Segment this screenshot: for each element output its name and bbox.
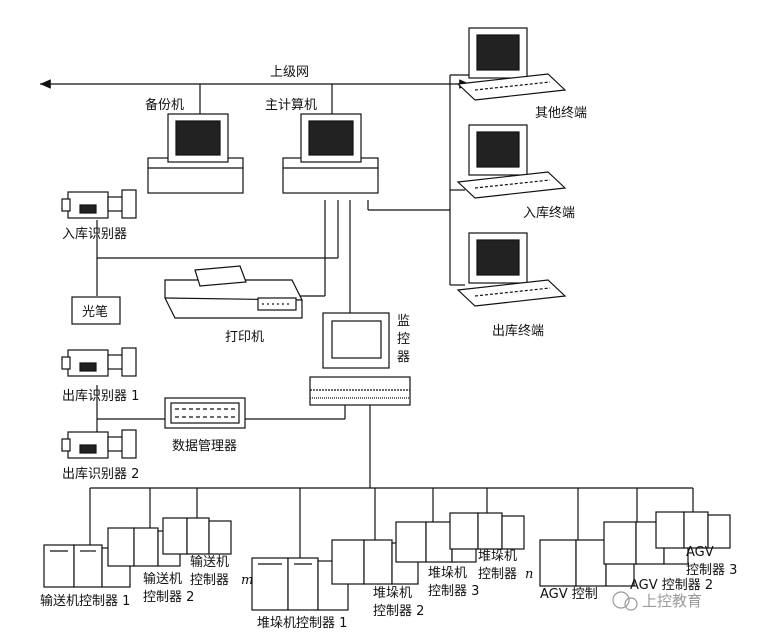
connection-lines <box>89 74 694 558</box>
stacker-controller-1 <box>251 557 349 611</box>
light-pen-box <box>71 296 121 325</box>
stacker-controller-n-index: n <box>525 567 533 582</box>
stacker-controller-1-label: 堆垛机控制器 1 <box>257 616 347 631</box>
stacker-controller-n-line1: 堆垛机 <box>478 549 517 564</box>
monitor-label-1: 监 <box>397 314 410 329</box>
outbound-terminal-label: 出库终端 <box>492 323 544 339</box>
conveyor-controller-m-line2: 控制器 <box>190 573 229 588</box>
data-manager-label: 数据管理器 <box>172 439 237 454</box>
main-computer <box>282 113 379 194</box>
conveyor-controller-2 <box>107 527 181 567</box>
agv-controller-1-label: AGV 控制 <box>540 587 598 602</box>
outbound-identifier-1-label: 出库识别器 1 <box>62 388 139 404</box>
outbound-identifier-2-icon <box>61 429 137 459</box>
monitor-device <box>309 312 411 406</box>
inbound-identifier-label: 入库识别器 <box>62 226 127 242</box>
conveyor-controller-2-line2: 控制器 2 <box>143 590 194 605</box>
conveyor-controller-m-line1: 输送机 <box>190 554 229 570</box>
stacker-controller-3-line1: 堆垛机 <box>428 566 467 581</box>
backup-computer <box>147 113 244 194</box>
inbound-identifier-icon <box>61 189 137 219</box>
light-pen-label: 光笔 <box>82 304 108 320</box>
watermark-logo <box>612 591 638 611</box>
inbound-terminal-label: 入库终端 <box>523 205 575 221</box>
conveyor-controller-m <box>162 517 232 555</box>
stacker-controller-n-line2: 控制器 <box>478 567 517 582</box>
stacker-controller-2-line1: 堆垛机 <box>373 586 412 601</box>
outbound-identifier-2-label: 出库识别器 2 <box>62 466 139 482</box>
agv-controller-3 <box>655 511 731 549</box>
stacker-controller-3-line2: 控制器 3 <box>428 584 479 599</box>
watermark-text: 上控教育 <box>642 592 702 610</box>
printer-icon <box>164 265 303 319</box>
data-manager-device <box>164 397 246 429</box>
stacker-controller-2-line2: 控制器 2 <box>373 604 424 619</box>
conveyor-controller-m-index: m <box>241 573 253 588</box>
inbound-terminal <box>456 124 567 199</box>
stacker-controller-n <box>449 512 525 550</box>
conveyor-controller-1-label: 输送机控制器 1 <box>40 593 130 609</box>
upper-network-label: 上级网 <box>270 65 309 80</box>
other-terminal-label: 其他终端 <box>535 105 587 121</box>
main-computer-label: 主计算机 <box>265 98 317 113</box>
other-terminal <box>456 27 567 101</box>
agv-controller-3-line1: AGV <box>686 545 714 560</box>
monitor-label-2: 控 <box>397 332 410 347</box>
agv-controller-3-line2: 控制器 3 <box>686 563 737 578</box>
conveyor-controller-2-line1: 输送机 <box>143 571 182 587</box>
backup-computer-label: 备份机 <box>145 97 184 113</box>
printer-label: 打印机 <box>225 330 264 345</box>
monitor-label-3: 器 <box>397 350 410 365</box>
agv-controller-2-label: AGV 控制器 2 <box>630 578 713 593</box>
outbound-terminal <box>456 232 567 307</box>
outbound-identifier-1-icon <box>61 347 137 377</box>
